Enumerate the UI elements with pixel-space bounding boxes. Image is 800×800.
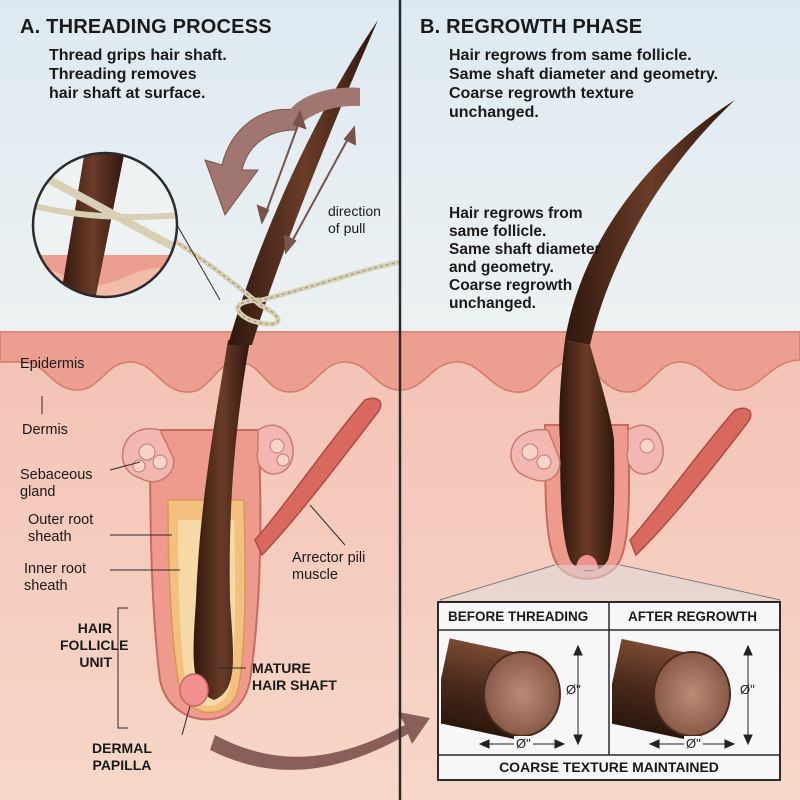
panel-b-mid-caption: Hair regrows from same follicle. Same sh…	[449, 205, 601, 312]
epidermis-label: Epidermis	[20, 356, 85, 372]
dermis-label: Dermis	[22, 422, 68, 438]
sebaceous-gland-label: Sebaceous gland	[20, 467, 93, 500]
sebaceous-gland-a	[121, 427, 175, 483]
cylinder-after	[612, 638, 731, 740]
hair-follicle-unit-label: HAIR FOLLICLE UNIT	[60, 620, 129, 670]
panel-b-title: B. REGROWTH PHASE	[420, 16, 643, 38]
thread	[68, 177, 401, 327]
panel-a-title: A. THREADING PROCESS	[20, 16, 272, 38]
leader-lines	[41, 396, 346, 736]
outer-root-sheath-label: Outer root sheath	[28, 512, 94, 545]
panel-b-caption: Hair regrows from same follicle. Same sh…	[449, 47, 719, 121]
hair-shaft-a	[193, 340, 250, 700]
arrector-pili-muscle-a	[254, 397, 382, 557]
before-threading-label: BEFORE THREADING	[448, 609, 589, 624]
diameter-label-after-side: Ø"	[740, 682, 755, 697]
follicle-b	[543, 100, 735, 580]
dermal-papilla-label: DERMAL PAPILLA	[92, 740, 152, 773]
dermal-papilla-a	[179, 673, 209, 707]
pull-arrows	[256, 109, 357, 255]
arrector-pili-muscle-b	[629, 407, 752, 557]
arrector-pili-label: Arrector pili muscle	[292, 550, 366, 583]
coarse-texture-footer: COARSE TEXTURE MAINTAINED	[499, 759, 719, 775]
sebaceous-gland-b	[510, 424, 664, 482]
diameter-label-before-side: Ø"	[566, 682, 581, 697]
panel-a-caption: Thread grips hair shaft. Threading remov…	[49, 47, 227, 102]
cylinder-before	[441, 638, 561, 740]
diameter-label-after-bottom: Ø"	[684, 736, 703, 751]
sebaceous-gland-a-right	[256, 424, 294, 475]
hair-shaft-b	[565, 100, 735, 345]
curved-arrow-to-inset	[210, 712, 430, 770]
diameter-label-before-bottom: Ø"	[514, 736, 533, 751]
inner-root-sheath-label: Inner root sheath	[24, 561, 87, 594]
magnifier-lens	[31, 151, 179, 299]
mature-hair-shaft-label: MATURE HAIR SHAFT	[252, 660, 337, 693]
curved-arrow-a	[204, 108, 296, 217]
dimension-lines	[478, 644, 753, 749]
after-regrowth-label: AFTER REGROWTH	[628, 609, 757, 624]
direction-of-pull-label: direction of pull	[328, 203, 381, 236]
